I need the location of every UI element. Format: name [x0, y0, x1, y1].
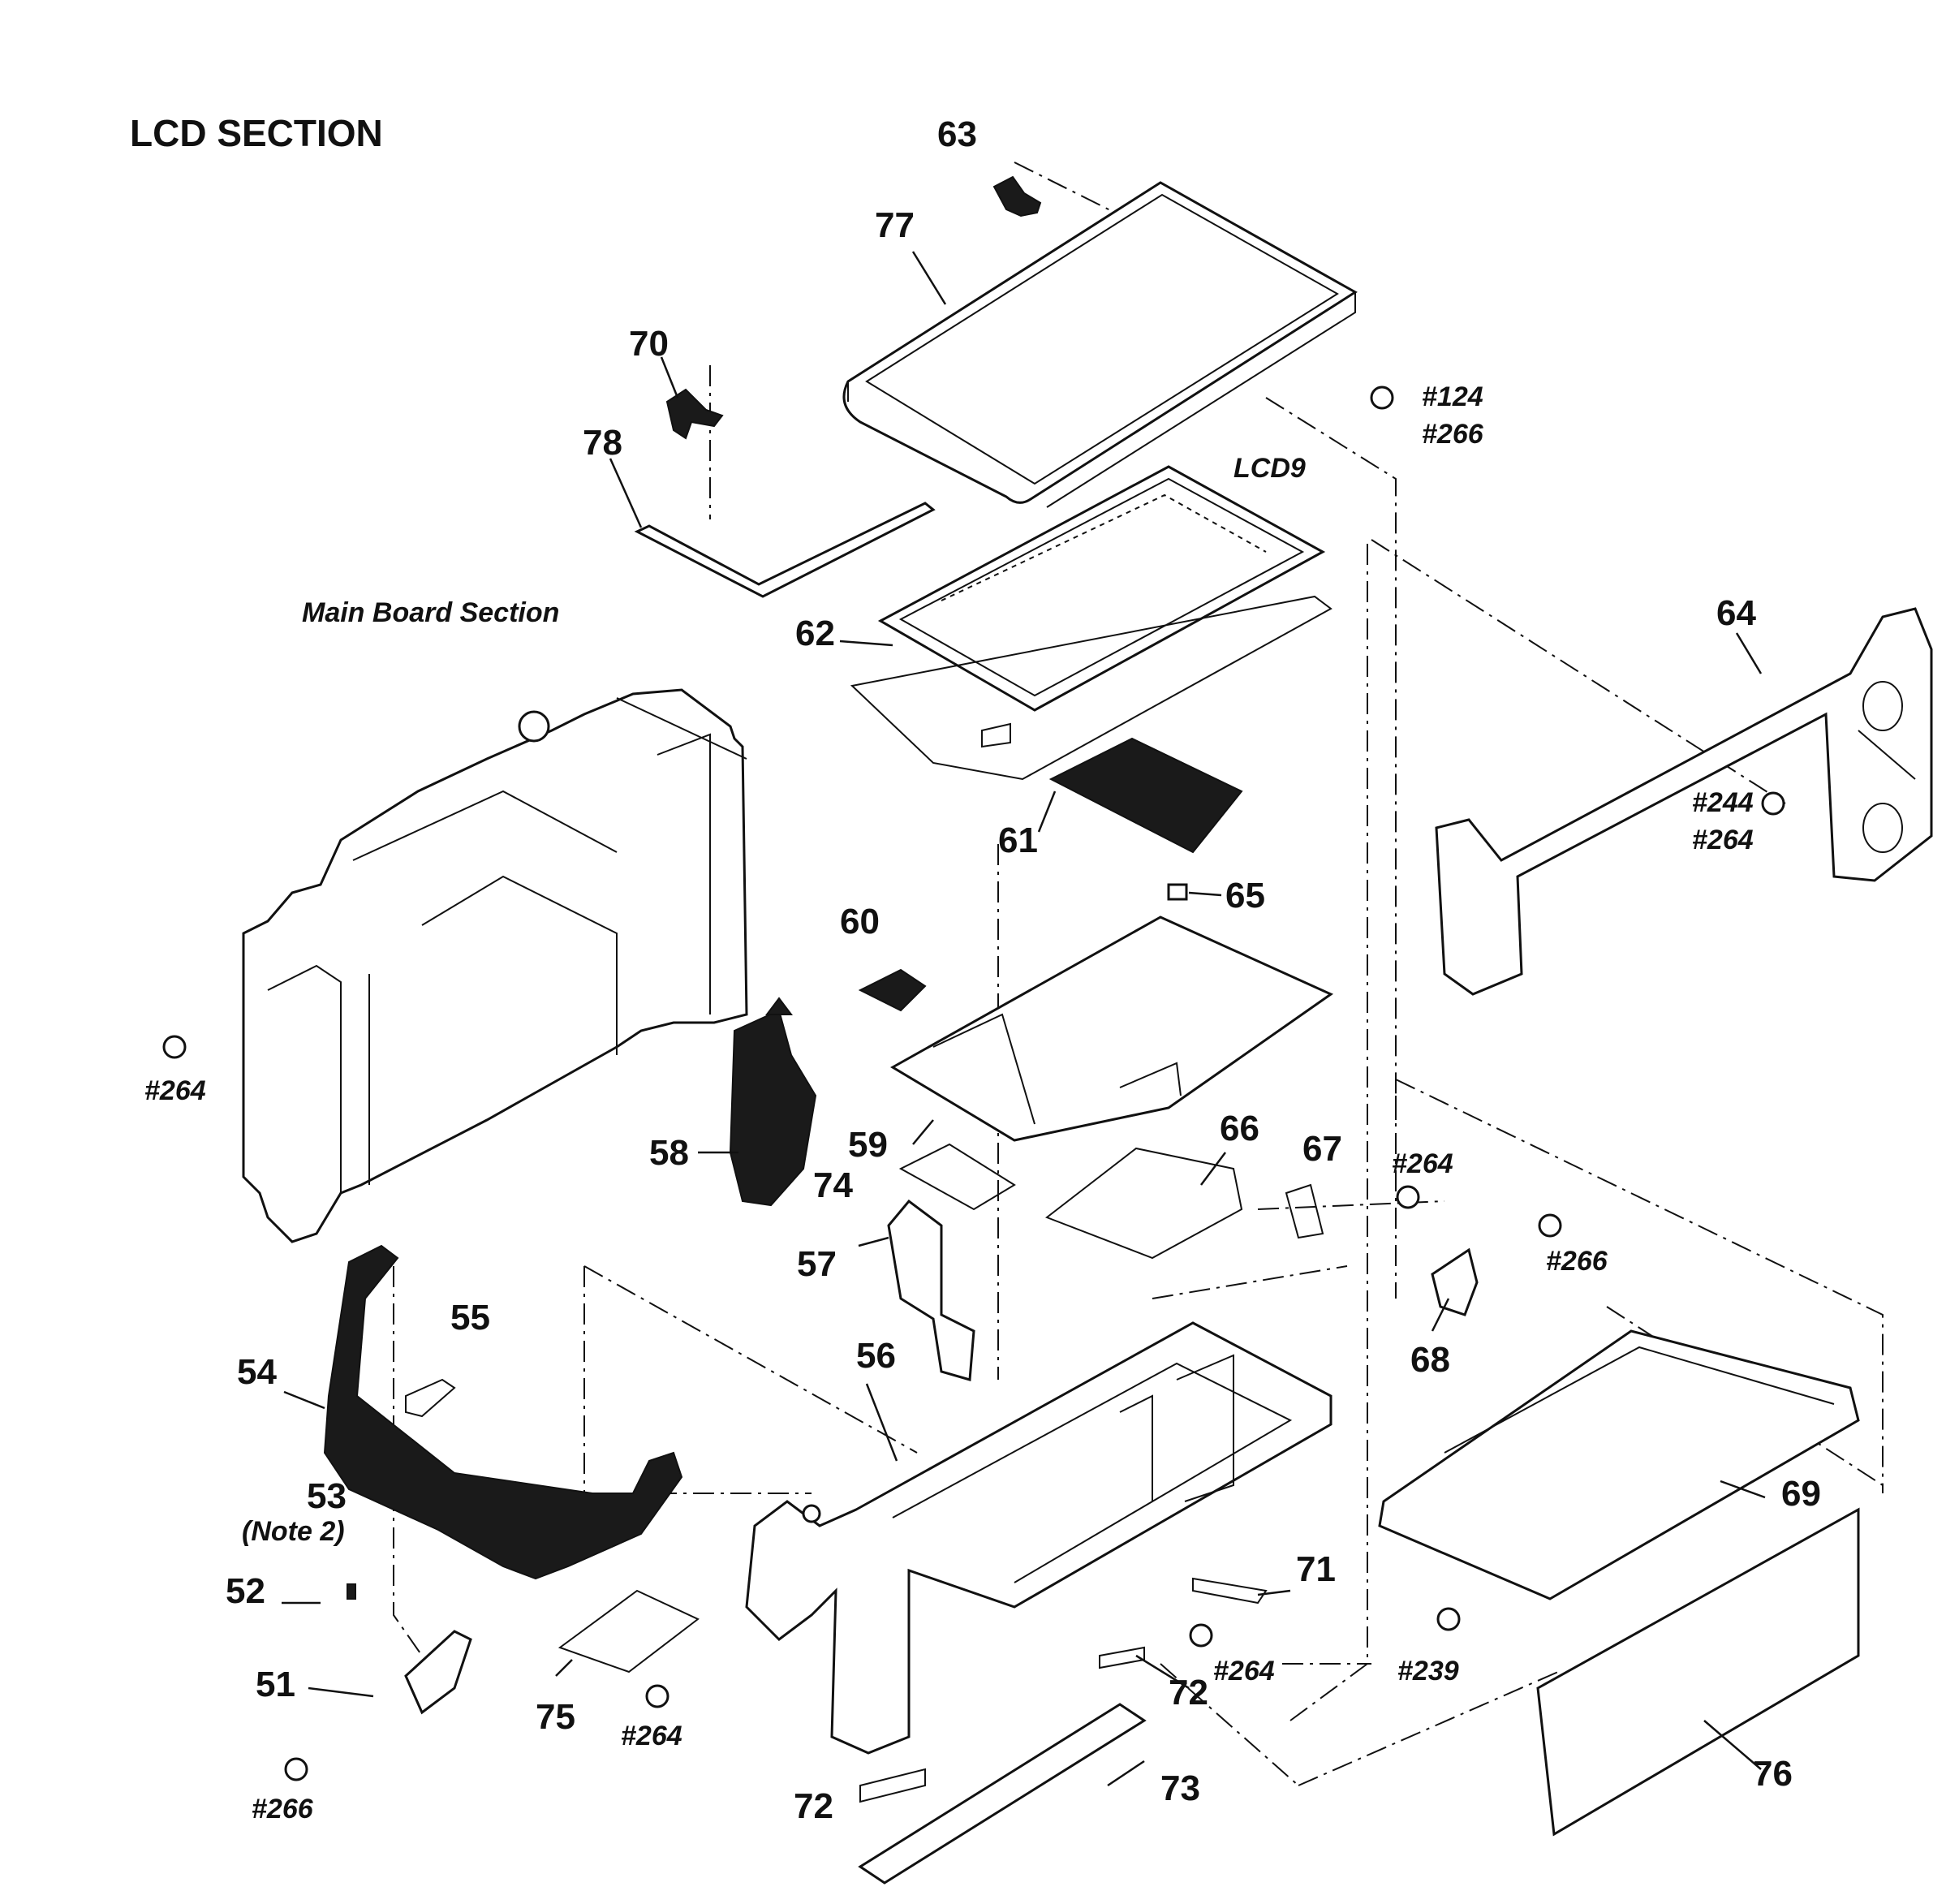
hinge-part-63 — [992, 175, 1042, 218]
sheet-62 — [850, 595, 1332, 781]
label-73: 73 — [1160, 1768, 1200, 1808]
screw-icon — [1538, 1213, 1562, 1238]
label-69: 69 — [1781, 1474, 1821, 1514]
bracket-57 — [887, 1199, 975, 1381]
label-55: 55 — [450, 1298, 490, 1338]
label-57: 57 — [797, 1244, 837, 1284]
main-board-section — [242, 688, 748, 1243]
screw-label-264-lower: #264 — [621, 1721, 682, 1751]
label-62: 62 — [795, 614, 835, 653]
label-75: 75 — [536, 1697, 575, 1737]
screw-icon — [1761, 791, 1785, 816]
label-61: 61 — [998, 821, 1038, 860]
frame-59 — [890, 915, 1334, 1142]
part-65 — [1167, 883, 1188, 901]
screw-label-266-mid: #266 — [1546, 1246, 1608, 1277]
hinge-assembly-64 — [1435, 607, 1933, 996]
label-77: 77 — [875, 205, 915, 245]
main-board-caption: Main Board Section — [302, 597, 559, 628]
sheet-76 — [1536, 1507, 1860, 1837]
screw-label-244: #244 — [1692, 787, 1754, 818]
label-60: 60 — [840, 902, 880, 941]
lcd-label: LCD9 — [1233, 453, 1306, 484]
screw-label-264-bottom: #264 — [1213, 1656, 1275, 1686]
screw-icon — [1189, 1623, 1213, 1648]
screw-label-264-right: #264 — [1692, 825, 1754, 855]
plate-69 — [1378, 1329, 1860, 1600]
label-74: 74 — [813, 1165, 853, 1205]
screw-label-266-left: #266 — [252, 1794, 314, 1824]
screw-icon — [284, 1757, 308, 1781]
screw-icon — [1396, 1185, 1420, 1209]
screw-icon — [645, 1684, 669, 1708]
label-58: 58 — [649, 1133, 689, 1173]
bracket-55 — [405, 1378, 456, 1418]
sheet-74 — [898, 1143, 1016, 1211]
screw-labels: #124 #266 #244 #264 #264 #264 #266 #264 … — [144, 381, 1754, 1824]
screw-icon — [1436, 1607, 1461, 1631]
lcd-cover-panel — [842, 181, 1358, 508]
label-71: 71 — [1296, 1549, 1336, 1589]
screw-icon — [1370, 386, 1394, 410]
sheet-75 — [558, 1589, 700, 1674]
label-72-left: 72 — [794, 1786, 833, 1826]
note-2-label: (Note 2) — [242, 1516, 345, 1547]
backlight-61 — [1048, 737, 1243, 854]
label-63: 63 — [937, 114, 977, 154]
part-labels: 63 77 70 78 62 61 65 64 60 59 58 74 66 6… — [226, 114, 1821, 1826]
label-53: 53 — [307, 1476, 347, 1516]
screw-icon — [162, 1035, 187, 1059]
label-54: 54 — [237, 1352, 277, 1392]
label-76: 76 — [1753, 1754, 1793, 1794]
lcd-module — [877, 465, 1326, 712]
flex-cable-58 — [729, 997, 817, 1207]
screw-icons — [162, 386, 1785, 1781]
chassis-frame-56 — [745, 1321, 1332, 1755]
label-56: 56 — [856, 1336, 896, 1376]
flex-cable-78 — [634, 502, 936, 598]
label-52: 52 — [226, 1571, 265, 1611]
label-65: 65 — [1225, 876, 1265, 915]
screw-label-266-top: #266 — [1422, 419, 1484, 450]
flex-cable-54 — [323, 1244, 683, 1580]
part-60 — [858, 968, 927, 1012]
hinge-part-68 — [1431, 1247, 1479, 1316]
screw-label-264-left: #264 — [144, 1075, 206, 1106]
label-70: 70 — [629, 324, 669, 364]
label-68: 68 — [1410, 1340, 1450, 1380]
screw-label-124: #124 — [1422, 381, 1483, 412]
part-52 — [347, 1583, 356, 1600]
label-66: 66 — [1220, 1109, 1259, 1148]
tab-67 — [1285, 1183, 1324, 1239]
part-51 — [404, 1630, 472, 1715]
label-67: 67 — [1302, 1129, 1342, 1169]
rail-73 — [858, 1703, 1147, 1885]
hinge-clip-70 — [665, 388, 724, 440]
label-59: 59 — [848, 1125, 888, 1165]
label-78: 78 — [583, 423, 622, 463]
screw-label-239: #239 — [1397, 1656, 1459, 1686]
plate-72-bottom — [859, 1768, 926, 1803]
plate-71 — [1192, 1577, 1268, 1605]
label-64: 64 — [1716, 593, 1756, 633]
leader-lines — [282, 251, 1766, 1787]
label-72-right: 72 — [1169, 1673, 1208, 1712]
screw-label-264-mid: #264 — [1392, 1148, 1453, 1179]
sheet-66 — [1044, 1147, 1243, 1260]
section-title: LCD SECTION — [130, 112, 383, 154]
label-51: 51 — [256, 1665, 295, 1704]
